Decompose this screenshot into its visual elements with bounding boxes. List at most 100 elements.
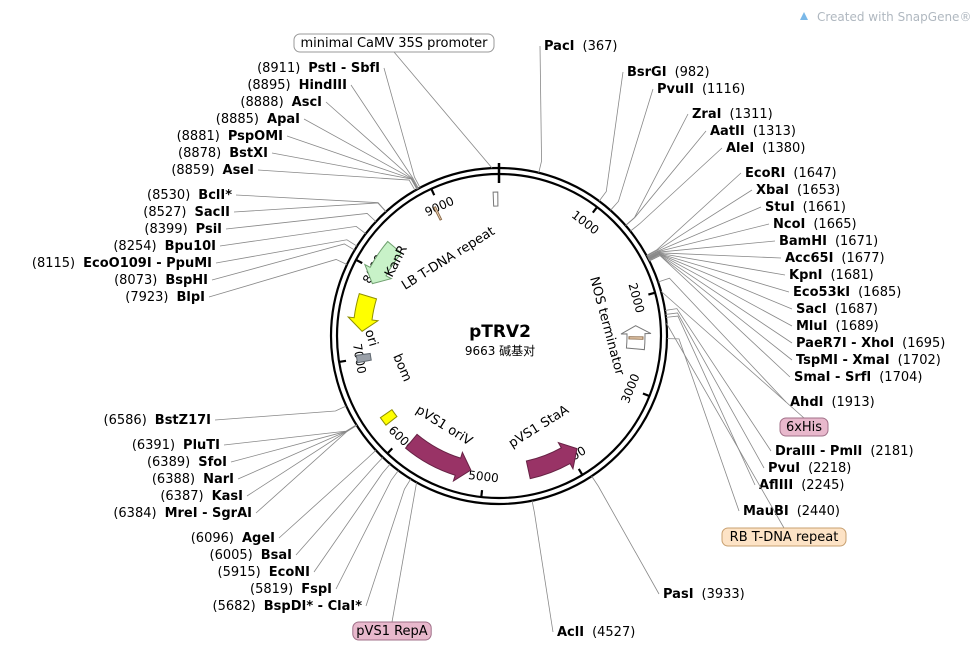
- restriction-site-label[interactable]: (6388)NarI: [152, 472, 234, 487]
- restriction-site-label[interactable]: MluI(1689): [796, 319, 879, 334]
- boxed-label-leader: [666, 323, 785, 529]
- restriction-site-label[interactable]: (6096) AgeI: [191, 531, 275, 546]
- restriction-site-label[interactable]: AhdI(1913): [790, 395, 875, 410]
- site-leader-line: [625, 130, 707, 226]
- restriction-site-label[interactable]: AleI(1380): [726, 141, 805, 156]
- feature-pvs1-staa[interactable]: [525, 441, 578, 480]
- feature-lb-t-dna-repeat[interactable]: [433, 206, 443, 221]
- restriction-site-label[interactable]: (6387)KasI: [160, 489, 243, 504]
- restriction-site-label[interactable]: (8527)SacII: [143, 205, 230, 220]
- site-position: (6391): [132, 438, 175, 453]
- restriction-site-label[interactable]: PvuII(1116): [657, 82, 745, 97]
- site-name: EcoO109I - PpuMI: [83, 256, 212, 271]
- restriction-site-label[interactable]: (8859)AseI: [171, 163, 254, 178]
- boxed-label[interactable]: [721, 527, 847, 547]
- restriction-site-label[interactable]: (8885)ApaI: [216, 112, 300, 127]
- site-position: (1665): [813, 217, 856, 232]
- restriction-site-label[interactable]: (6384)MreI - SgrAI: [113, 506, 252, 521]
- restriction-site-label[interactable]: (8878)BstXI: [178, 146, 268, 161]
- site-name: BsrGI: [627, 65, 667, 80]
- restriction-site-label[interactable]: (8530)BclI*: [147, 188, 232, 203]
- restriction-site-label[interactable]: SmaI - SrfI(1704): [794, 370, 922, 385]
- site-position: (2181): [870, 444, 913, 459]
- site-position: (1913): [831, 395, 874, 410]
- site-leader-line: [657, 277, 787, 403]
- restriction-site-label[interactable]: SacI(1687): [796, 302, 878, 317]
- restriction-site-label[interactable]: PvuI(2218): [768, 461, 851, 476]
- site-name: AgeI: [242, 531, 275, 546]
- boxed-label[interactable]: [352, 621, 432, 641]
- tick-mark: [648, 291, 656, 296]
- site-position: (1681): [830, 268, 873, 283]
- site-name: Acc65I: [785, 251, 833, 266]
- site-name: EcoNI: [269, 565, 310, 580]
- site-name: MreI - SgrAI: [165, 506, 252, 521]
- restriction-site-label[interactable]: (8911)PstI - SbfI: [257, 61, 380, 76]
- restriction-site-label[interactable]: (6389) SfoI: [147, 455, 227, 470]
- restriction-site-label[interactable]: XbaI(1653): [756, 183, 840, 198]
- restriction-site-label[interactable]: BsrGI(982): [627, 65, 710, 80]
- site-position: (6096): [191, 531, 234, 546]
- restriction-site-label[interactable]: ZraI(1311): [692, 107, 773, 122]
- restriction-site-label[interactable]: (5915)EcoNI: [218, 565, 310, 580]
- site-position: (4527): [592, 625, 635, 640]
- restriction-site-label[interactable]: (6005)BsaI: [210, 548, 293, 563]
- feature-rb-t-dna-repeat[interactable]: [628, 336, 644, 340]
- restriction-site-label[interactable]: NcoI(1665): [773, 217, 857, 232]
- restriction-site-label[interactable]: EcoRI(1647): [745, 166, 837, 181]
- site-leader-line: [303, 118, 418, 190]
- restriction-site-label[interactable]: Eco53kI(1685): [793, 285, 901, 300]
- restriction-site-label[interactable]: KpnI(1681): [789, 268, 874, 283]
- site-name: BamHI: [779, 234, 827, 249]
- restriction-site-label[interactable]: DraIII - PmlI(2181): [775, 444, 914, 459]
- site-position: (6389): [147, 455, 190, 470]
- restriction-site-label[interactable]: AclI(4527): [557, 625, 635, 640]
- site-name: PacI: [544, 39, 575, 54]
- site-name: ApaI: [267, 112, 300, 127]
- site-name: HindIII: [299, 78, 347, 93]
- site-name: SmaI - SrfI: [794, 370, 871, 385]
- feature-minimal-camv-35s-promoter[interactable]: [492, 191, 499, 207]
- restriction-site-label[interactable]: StuI(1661): [765, 200, 846, 215]
- restriction-site-label[interactable]: PaeR7I - XhoI(1695): [796, 336, 945, 351]
- restriction-site-label[interactable]: PasI(3933): [663, 587, 745, 602]
- restriction-site-label[interactable]: (8881)PspOMI: [177, 129, 283, 144]
- site-leader-line: [383, 67, 421, 188]
- site-position: (1311): [729, 107, 772, 122]
- site-name: PstI - SbfI: [308, 61, 380, 76]
- feature-bom[interactable]: [355, 352, 372, 364]
- restriction-site-label[interactable]: MauBI(2440): [743, 504, 840, 519]
- feature-ori[interactable]: [346, 293, 380, 332]
- boxed-label[interactable]: [293, 33, 495, 53]
- boxed-label[interactable]: [779, 417, 829, 437]
- restriction-site-label[interactable]: (8115)EcoO109I - PpuMI: [32, 256, 212, 271]
- site-leader-line: [214, 405, 347, 421]
- restriction-site-label[interactable]: (5819)FspI: [250, 582, 332, 597]
- restriction-site-label[interactable]: AatII(1313): [710, 124, 796, 139]
- site-name: PvuI: [768, 461, 800, 476]
- restriction-site-label[interactable]: AflIII(2245): [759, 478, 844, 493]
- tick-mark: [386, 447, 394, 455]
- restriction-site-label[interactable]: (8888)AscI: [240, 95, 322, 110]
- restriction-site-label[interactable]: Acc65I(1677): [785, 251, 885, 266]
- restriction-site-label[interactable]: (6391)PluTI: [132, 438, 220, 453]
- site-name: MauBI: [743, 504, 789, 519]
- site-position: (2245): [801, 478, 844, 493]
- site-name: BclI*: [198, 188, 232, 203]
- restriction-site-label[interactable]: (8254)Bpu10I: [113, 239, 216, 254]
- restriction-site-label[interactable]: (8399)PsiI: [144, 222, 222, 237]
- restriction-site-label[interactable]: (6586)BstZ17I: [104, 413, 211, 428]
- site-leader-line: [350, 84, 419, 189]
- restriction-site-label[interactable]: BamHI(1671): [779, 234, 878, 249]
- restriction-site-label[interactable]: (5682)BspDI* - ClaI*: [213, 599, 363, 614]
- site-name: Bpu10I: [165, 239, 216, 254]
- feature-pvs1-repa[interactable]: [404, 433, 472, 483]
- restriction-site-label[interactable]: PacI(367): [544, 39, 617, 54]
- restriction-site-label[interactable]: (8073)BspHI: [114, 273, 208, 288]
- feature-kanr[interactable]: [363, 240, 403, 285]
- restriction-site-label[interactable]: (7923)BlpI: [125, 290, 205, 305]
- restriction-site-label[interactable]: (8895)HindIII: [247, 78, 347, 93]
- feature-pvs1-oriv[interactable]: [379, 409, 398, 426]
- restriction-site-label[interactable]: TspMI - XmaI(1702): [796, 353, 941, 368]
- site-name: SfoI: [198, 455, 227, 470]
